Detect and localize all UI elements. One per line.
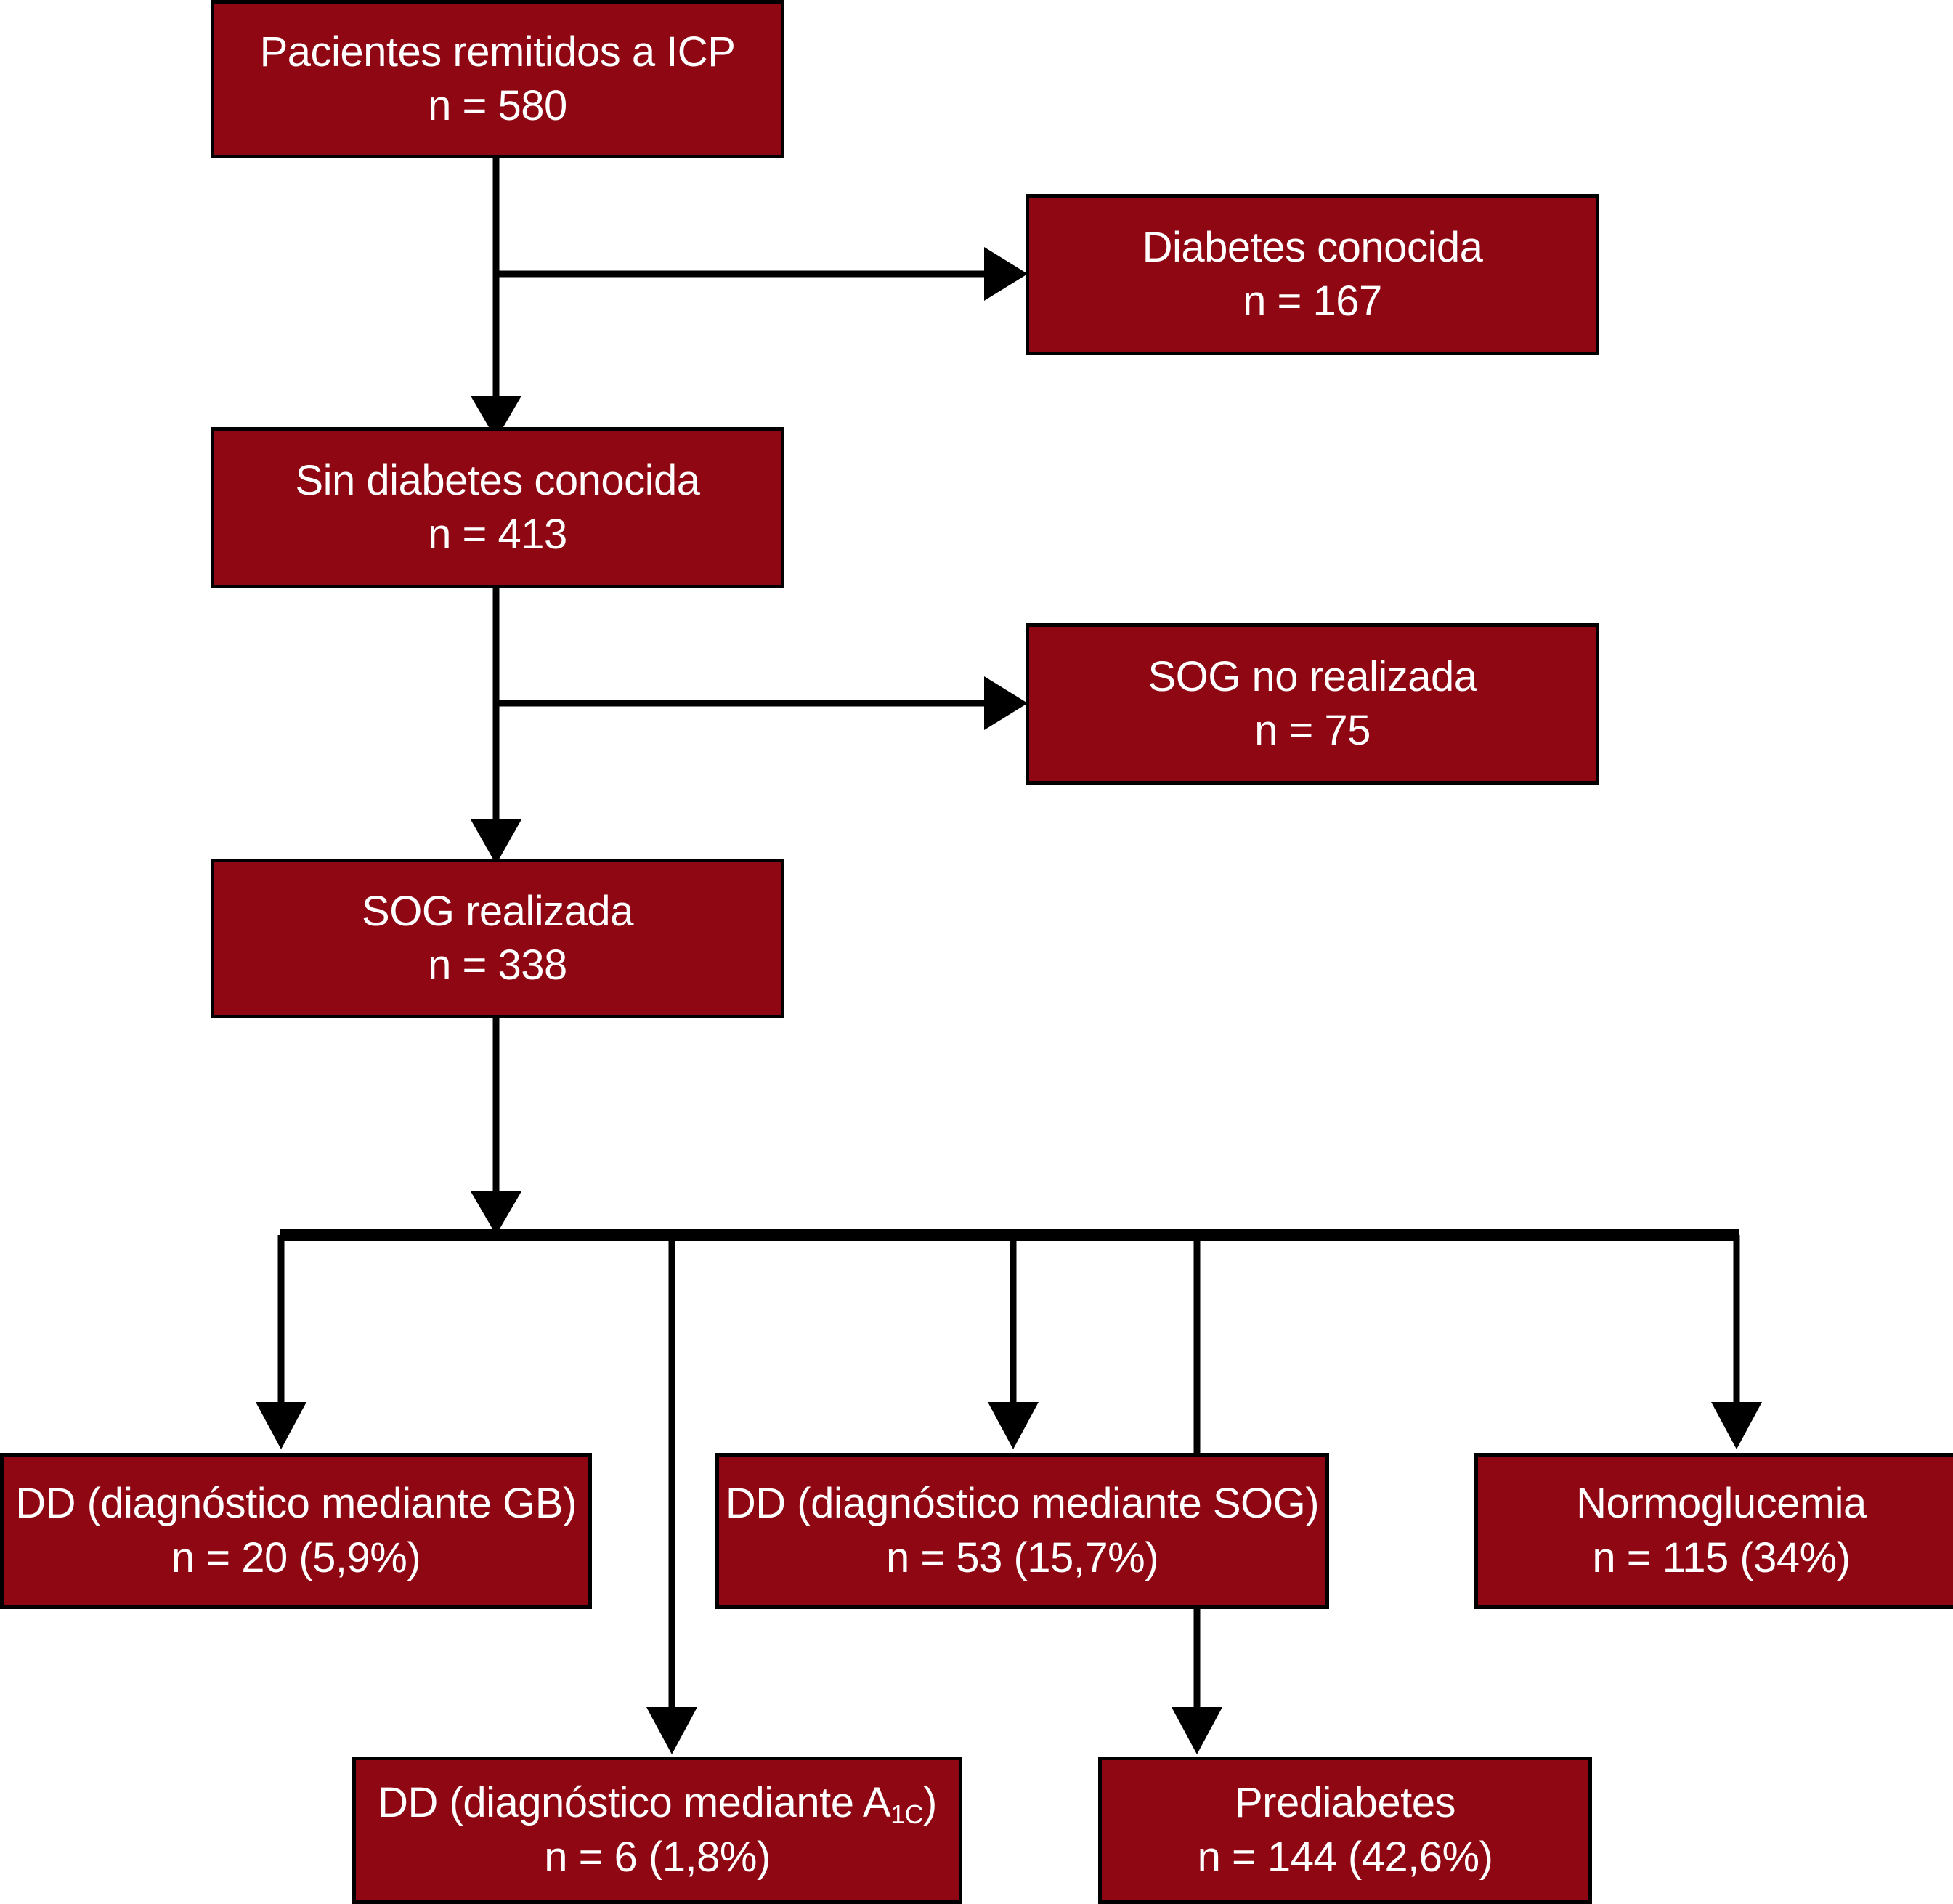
node-dd-diagnostico-a1c-label: DD (diagnóstico mediante A1C): [378, 1776, 937, 1830]
node-sog-no-realizada-count: n = 75: [1254, 707, 1371, 754]
arrowhead-dd-fpg: [256, 1402, 306, 1449]
arrowhead-prediabetes: [1172, 1707, 1222, 1754]
node-dd-diagnostico-a1c-label-suffix: ): [923, 1779, 937, 1827]
node-diabetes-conocida-label: Diabetes conocida: [1142, 223, 1483, 271]
node-dd-diagnostico-a1c: DD (diagnóstico mediante A1C) n = 6 (1,8…: [352, 1757, 962, 1904]
arrowhead-dd-ogtt: [988, 1402, 1039, 1449]
node-dd-diagnostico-a1c-count: n = 6 (1,8%): [544, 1833, 771, 1881]
node-prediabetes-label: Prediabetes: [1234, 1779, 1456, 1827]
node-sog-realizada-label: SOG realizada: [362, 887, 633, 935]
arrowhead-normoglycemia: [1711, 1402, 1762, 1449]
node-dd-diagnostico-a1c-label-prefix: DD (diagnóstico mediante A: [378, 1779, 891, 1827]
node-sin-diabetes-conocida-label: Sin diabetes conocida: [295, 456, 700, 504]
node-normoglucemia-label: Normoglucemia: [1576, 1480, 1867, 1528]
arrowhead-dd-a1c: [646, 1707, 697, 1754]
arrowhead-bus: [471, 1191, 521, 1235]
node-sin-diabetes-conocida-count: n = 413: [428, 511, 567, 558]
node-dd-diagnostico-sog-label: DD (diagnóstico mediante SOG): [725, 1480, 1320, 1528]
node-sog-no-realizada: SOG no realizada n = 75: [1026, 623, 1599, 785]
node-prediabetes: Prediabetes n = 144 (42,6%): [1098, 1757, 1592, 1904]
node-normoglucemia: Normoglucemia n = 115 (34%): [1474, 1453, 1953, 1609]
arrowhead-no-known-diabetes: [471, 396, 521, 439]
node-dd-diagnostico-sog: DD (diagnóstico mediante SOG) n = 53 (15…: [715, 1453, 1329, 1609]
arrowhead-known-diabetes: [984, 247, 1028, 301]
arrowhead-ogtt-done: [471, 819, 521, 864]
node-dd-diagnostico-a1c-label-subscript: 1C: [890, 1799, 924, 1830]
node-dd-diagnostico-sog-count: n = 53 (15,7%): [885, 1534, 1159, 1581]
node-prediabetes-count: n = 144 (42,6%): [1197, 1833, 1493, 1881]
node-diabetes-conocida: Diabetes conocida n = 167: [1026, 194, 1599, 355]
node-sog-no-realizada-label: SOG no realizada: [1148, 652, 1477, 700]
node-dd-diagnostico-gb: DD (diagnóstico mediante GB) n = 20 (5,9…: [0, 1453, 592, 1609]
node-diabetes-conocida-count: n = 167: [1243, 278, 1382, 325]
node-sog-realizada: SOG realizada n = 338: [211, 859, 784, 1018]
node-normoglucemia-count: n = 115 (34%): [1592, 1534, 1851, 1581]
node-sog-realizada-count: n = 338: [428, 941, 567, 989]
node-pacientes-remitidos-icp: Pacientes remitidos a ICP n = 580: [211, 0, 784, 158]
node-dd-diagnostico-gb-count: n = 20 (5,9%): [171, 1534, 421, 1581]
node-dd-diagnostico-gb-label: DD (diagnóstico mediante GB): [15, 1480, 577, 1528]
node-pacientes-remitidos-icp-count: n = 580: [428, 82, 567, 129]
node-pacientes-remitidos-icp-label: Pacientes remitidos a ICP: [259, 28, 736, 76]
node-sin-diabetes-conocida: Sin diabetes conocida n = 413: [211, 427, 784, 588]
arrowhead-ogtt-not-done: [984, 676, 1028, 730]
